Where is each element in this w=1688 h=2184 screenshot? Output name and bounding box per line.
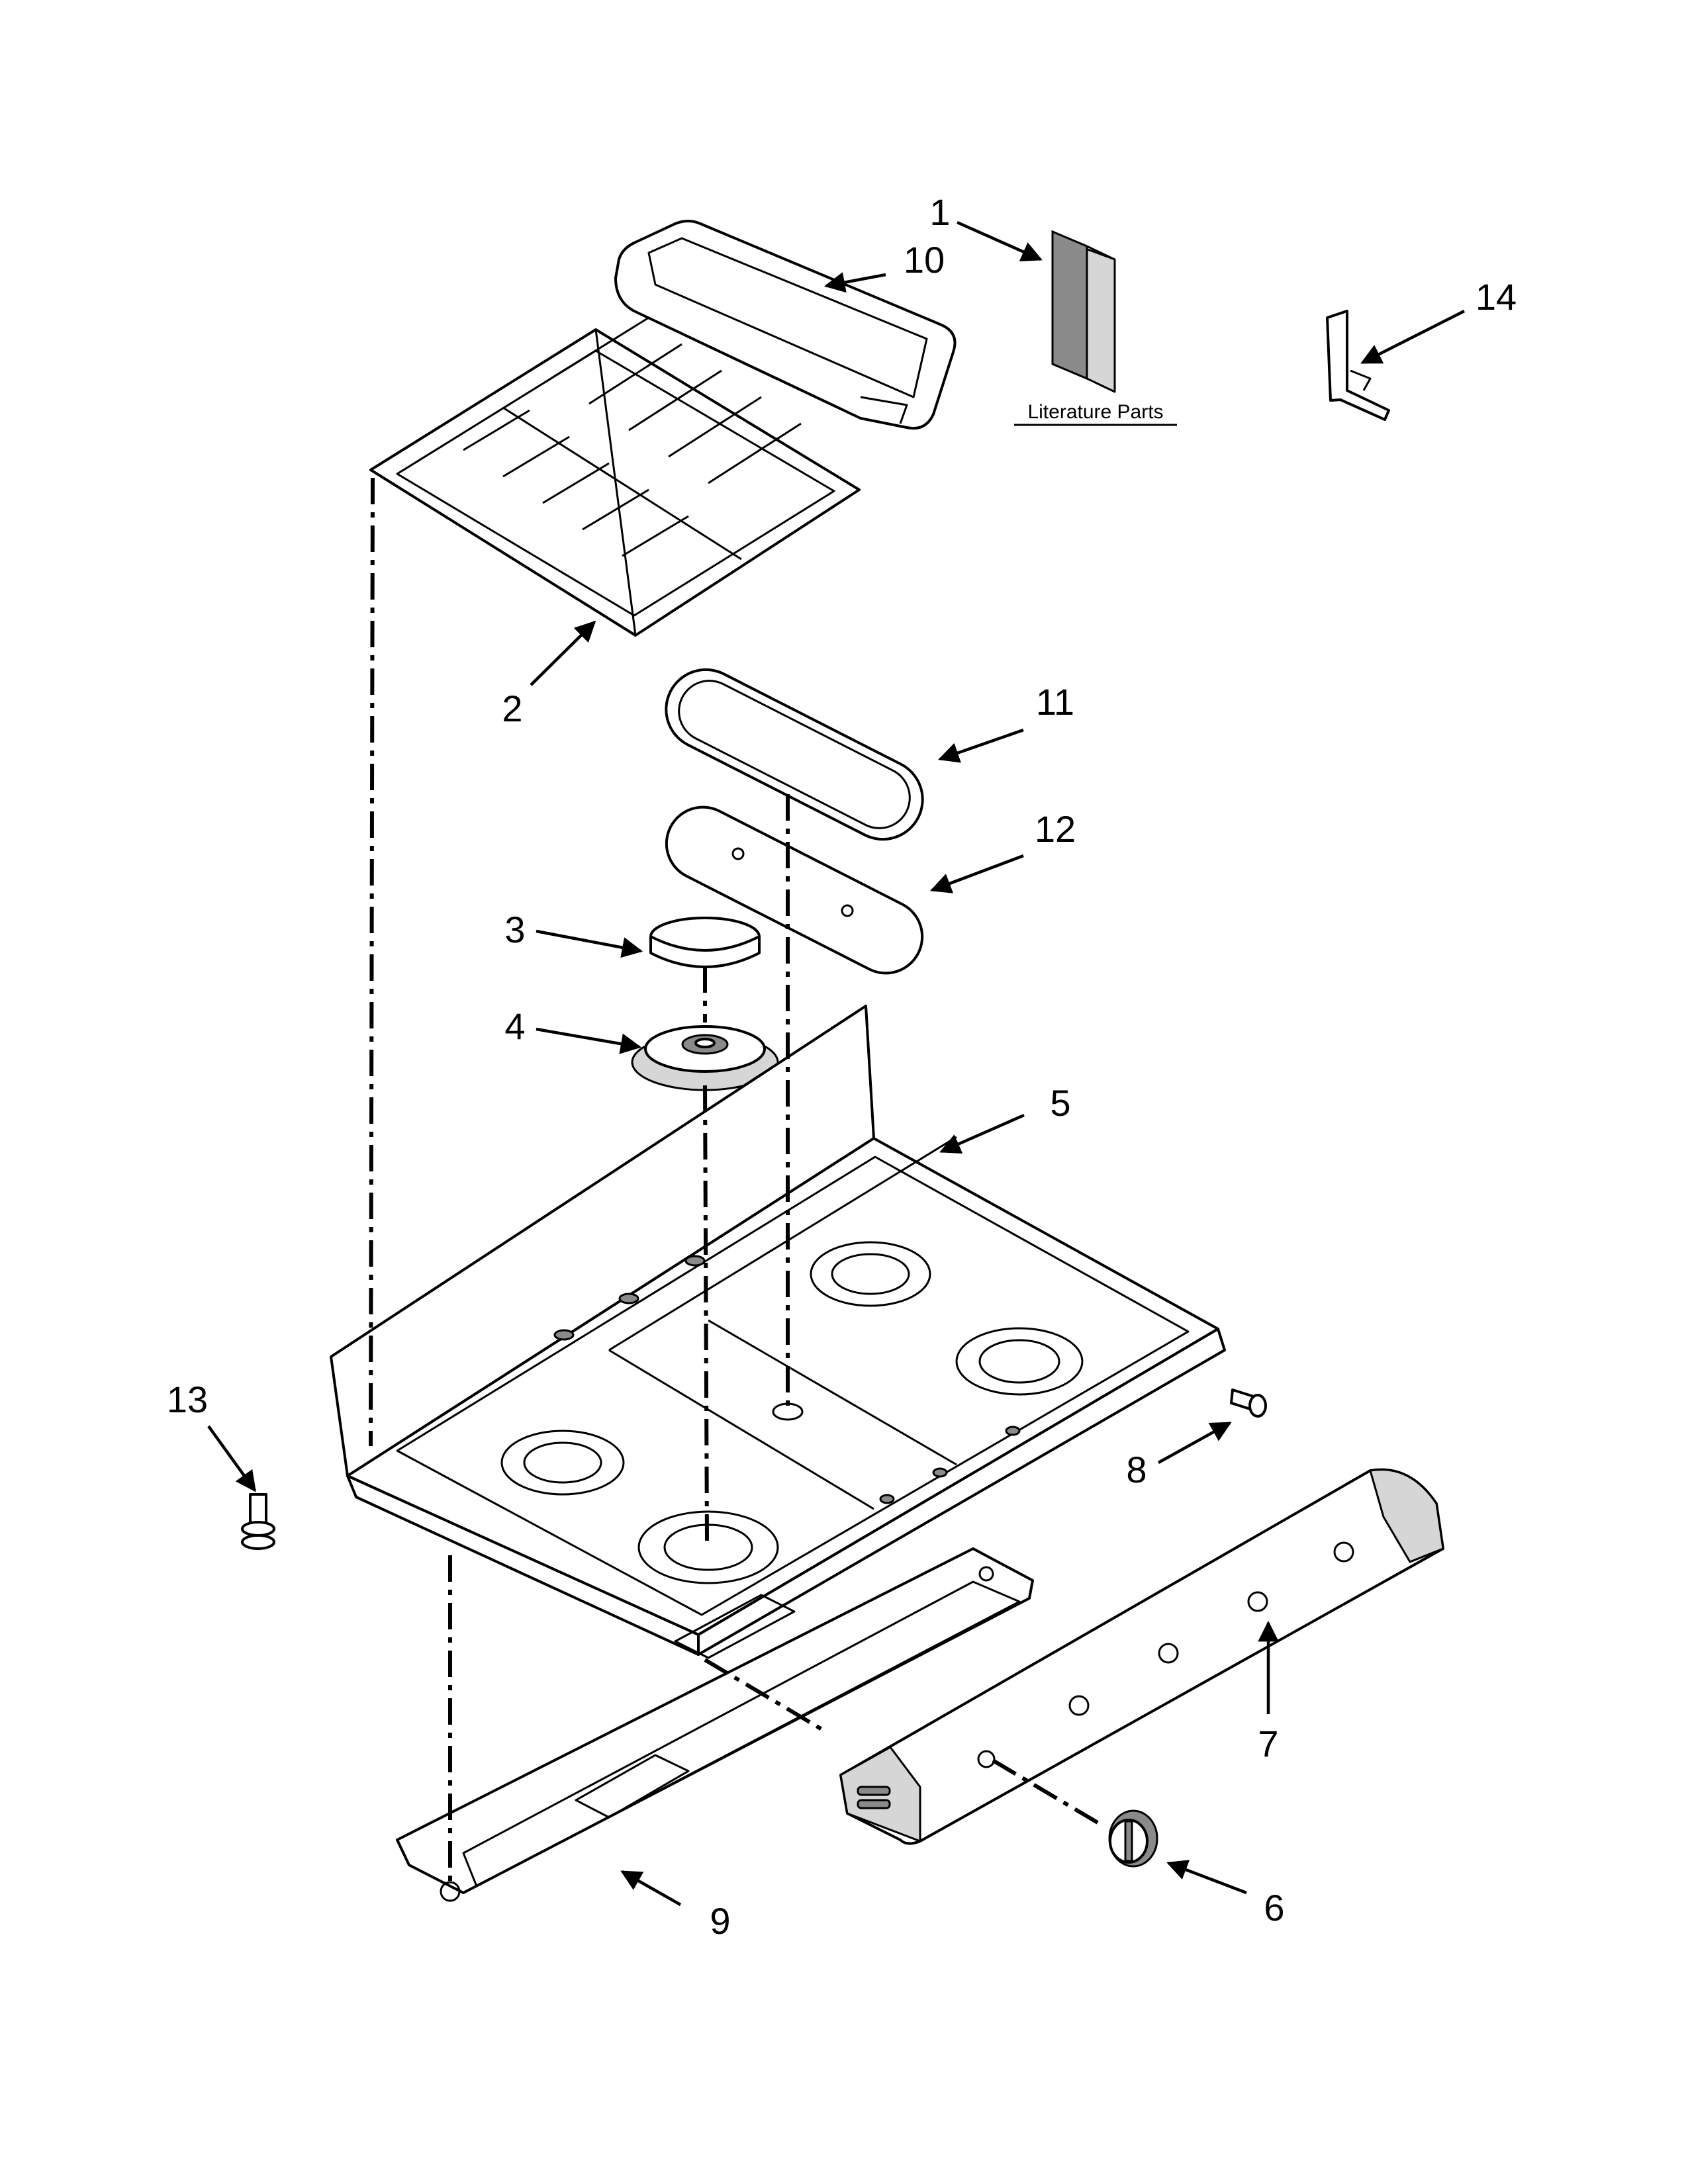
cooktop (330, 1005, 1226, 1656)
screw (1230, 1388, 1267, 1418)
leveling-leg (241, 1493, 275, 1550)
control-knob (1108, 1809, 1158, 1868)
callout-10: 10 (904, 239, 945, 281)
callout-3: 3 (504, 909, 525, 950)
griddle-pad (665, 668, 924, 841)
griddle-support-plate (665, 805, 924, 975)
front-support-bracket (396, 1547, 1034, 1902)
callout-4: 4 (504, 1005, 525, 1047)
callout-1: 1 (929, 191, 950, 233)
callout-2: 2 (502, 688, 522, 729)
burner-base (631, 1025, 779, 1091)
griddle (614, 220, 957, 430)
callout-9: 9 (710, 1900, 730, 1942)
callout-6: 6 (1264, 1887, 1284, 1929)
callout-5: 5 (1050, 1082, 1070, 1124)
burner-cap (649, 917, 761, 968)
control-panel (839, 1468, 1444, 1845)
anti-tip-bracket (1326, 310, 1390, 421)
callout-13: 13 (167, 1379, 208, 1420)
literature-parts-label-group: Literature Parts (1014, 401, 1177, 426)
callout-7: 7 (1258, 1723, 1278, 1764)
callout-leaders (207, 220, 1466, 1906)
callout-11: 11 (1036, 681, 1074, 723)
callout-12: 12 (1035, 808, 1076, 850)
callout-8: 8 (1126, 1449, 1147, 1490)
literature-parts-label: Literature Parts (1027, 401, 1163, 423)
callout-14: 14 (1476, 276, 1517, 318)
callout-labels: 1 2 3 4 5 6 7 8 9 10 11 12 13 14 (167, 191, 1517, 1942)
alignment-lines (369, 477, 1103, 1886)
literature-booklet (1051, 230, 1116, 393)
burner-grate (369, 316, 861, 637)
